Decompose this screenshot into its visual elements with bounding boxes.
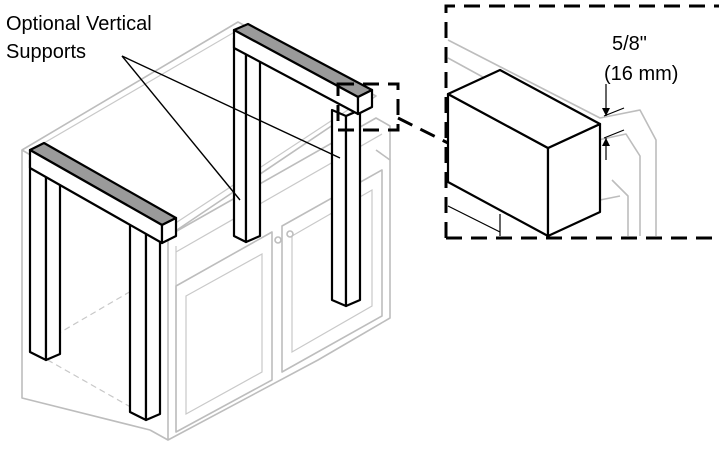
- left-support-frame: [28, 141, 178, 422]
- supports-label-line1: Optional Vertical: [6, 13, 152, 35]
- label-leader-lines: [121, 55, 341, 201]
- dimension-label-inches: 5/8": [612, 33, 647, 55]
- dimension-label-mm: (16 mm): [604, 63, 678, 85]
- right-support-frame: [232, 22, 374, 308]
- left-door: [175, 231, 273, 433]
- supports-label-line2: Supports: [6, 41, 86, 63]
- detail-callout-marker: [336, 82, 451, 146]
- detail-view: [444, 4, 719, 240]
